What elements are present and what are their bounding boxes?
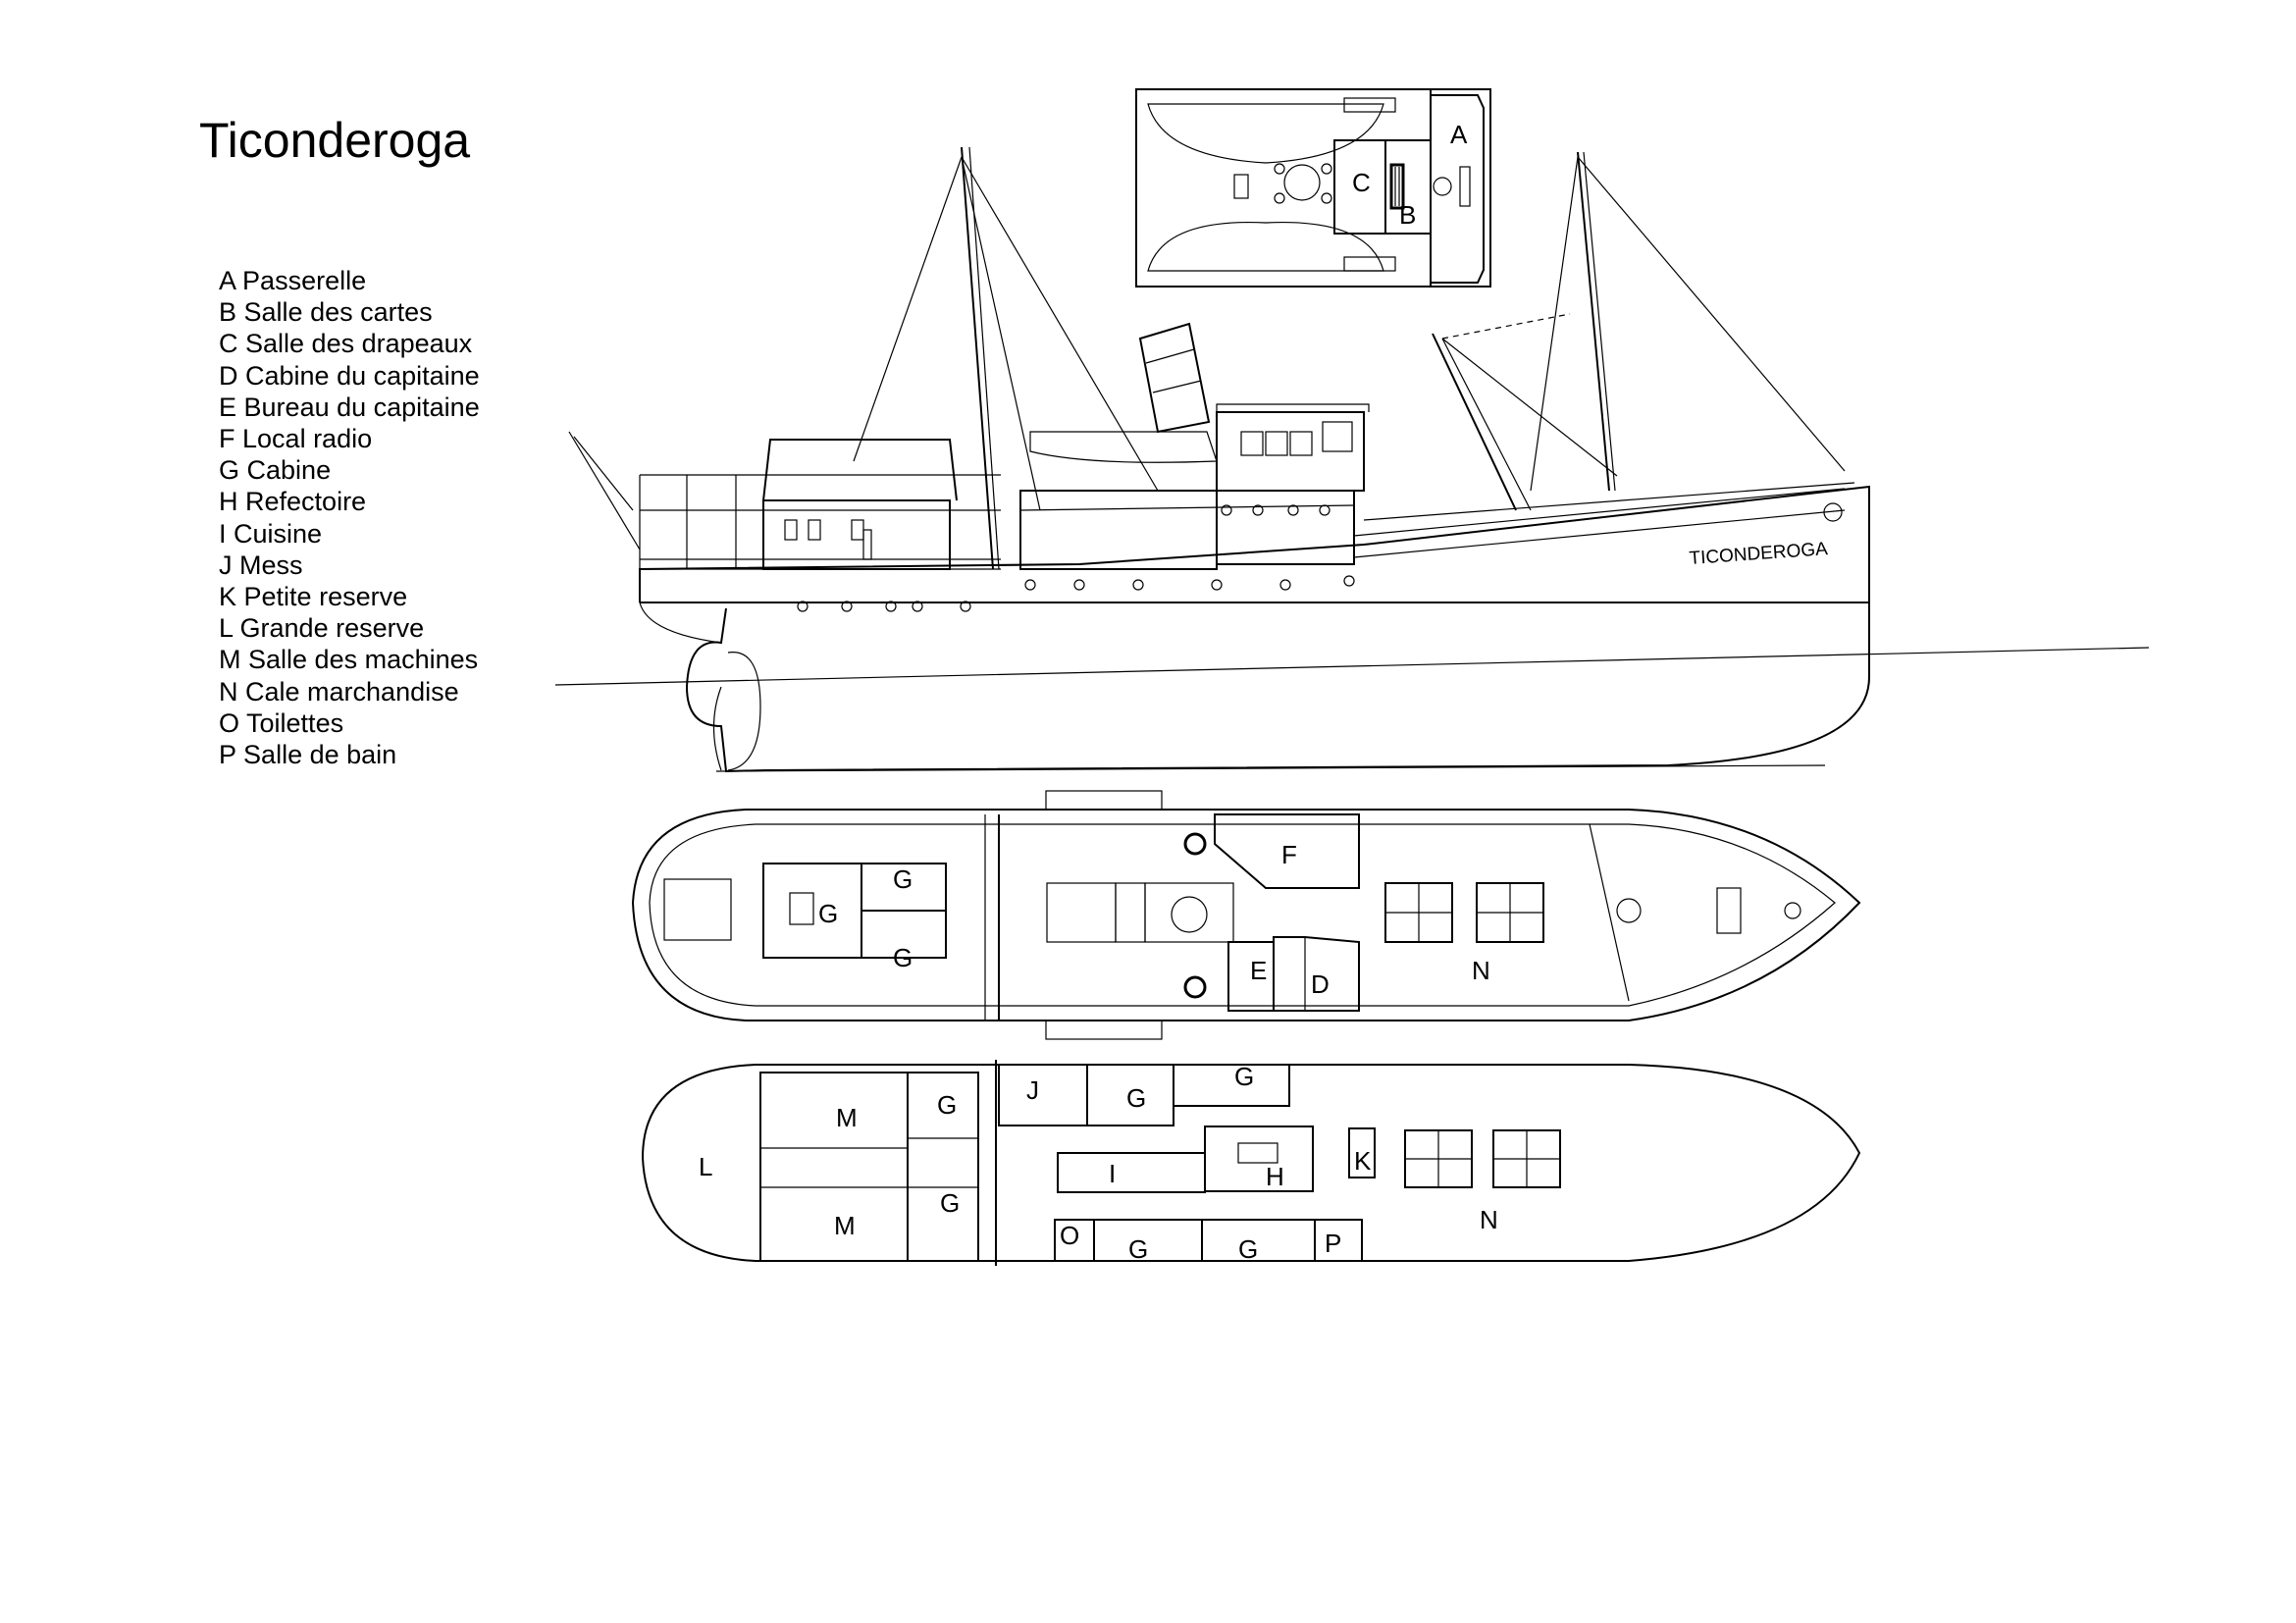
- hull-name-label: TICONDEROGA: [1689, 539, 1829, 569]
- room-label-main: E: [1250, 956, 1267, 985]
- room-label-main: N: [1472, 956, 1490, 985]
- room-label-lower: M: [836, 1103, 858, 1132]
- room-label-bridge: B: [1399, 200, 1416, 230]
- room-label-lower: K: [1354, 1146, 1372, 1176]
- legend-item: C Salle des drapeaux: [219, 329, 473, 359]
- legend-item: L Grande reserve: [219, 613, 425, 644]
- legend-item: B Salle des cartes: [219, 297, 433, 328]
- room-label-lower: G: [940, 1188, 960, 1218]
- bridge-deck-plan: A C B: [1135, 88, 1491, 288]
- legend-item: D Cabine du capitaine: [219, 360, 480, 391]
- legend-item: O Toilettes: [219, 707, 344, 738]
- room-label-main: G: [893, 864, 913, 894]
- room-legend: A Passerelle B Salle des cartes C Salle …: [219, 265, 480, 770]
- main-deck-plan: G G G F E D N: [631, 790, 1861, 1040]
- room-label-lower: M: [834, 1211, 856, 1240]
- room-label-lower: I: [1109, 1159, 1116, 1188]
- legend-item: E Bureau du capitaine: [219, 392, 480, 422]
- legend-item: G Cabine: [219, 455, 332, 486]
- room-label-lower: L: [699, 1152, 712, 1181]
- legend-item: A Passerelle: [219, 266, 367, 295]
- legend-item: K Petite reserve: [219, 582, 408, 612]
- room-label-lower: G: [1234, 1062, 1254, 1091]
- room-label-lower: J: [1026, 1075, 1039, 1105]
- room-label-main: G: [818, 899, 838, 928]
- legend-item: N Cale marchandise: [219, 676, 459, 707]
- room-label-lower: P: [1325, 1229, 1341, 1258]
- legend-item: P Salle de bain: [219, 740, 397, 770]
- page-title: Ticonderoga: [199, 113, 471, 168]
- room-label-lower: G: [1126, 1083, 1146, 1113]
- legend-item: I Cuisine: [219, 518, 323, 549]
- room-label-lower: N: [1480, 1205, 1498, 1234]
- room-label-lower: G: [1128, 1234, 1148, 1264]
- lower-deck-plan: M M L G G J G G I H K O G G P N: [641, 1060, 1861, 1266]
- room-label-bridge: C: [1352, 168, 1371, 197]
- room-label-lower: H: [1266, 1162, 1284, 1191]
- room-label-lower: G: [937, 1090, 957, 1120]
- legend-item: F Local radio: [219, 424, 373, 454]
- room-label-main: D: [1311, 969, 1330, 999]
- room-label-lower: O: [1060, 1221, 1079, 1250]
- room-label-lower: G: [1238, 1234, 1258, 1264]
- room-label-bridge: A: [1450, 120, 1468, 149]
- legend-item: J Mess: [219, 550, 303, 580]
- legend-item: M Salle des machines: [219, 645, 479, 675]
- legend-item: H Refectoire: [219, 487, 367, 517]
- side-elevation: TICONDEROGA: [554, 146, 2150, 773]
- room-label-main: F: [1281, 840, 1297, 869]
- room-label-main: G: [893, 943, 913, 972]
